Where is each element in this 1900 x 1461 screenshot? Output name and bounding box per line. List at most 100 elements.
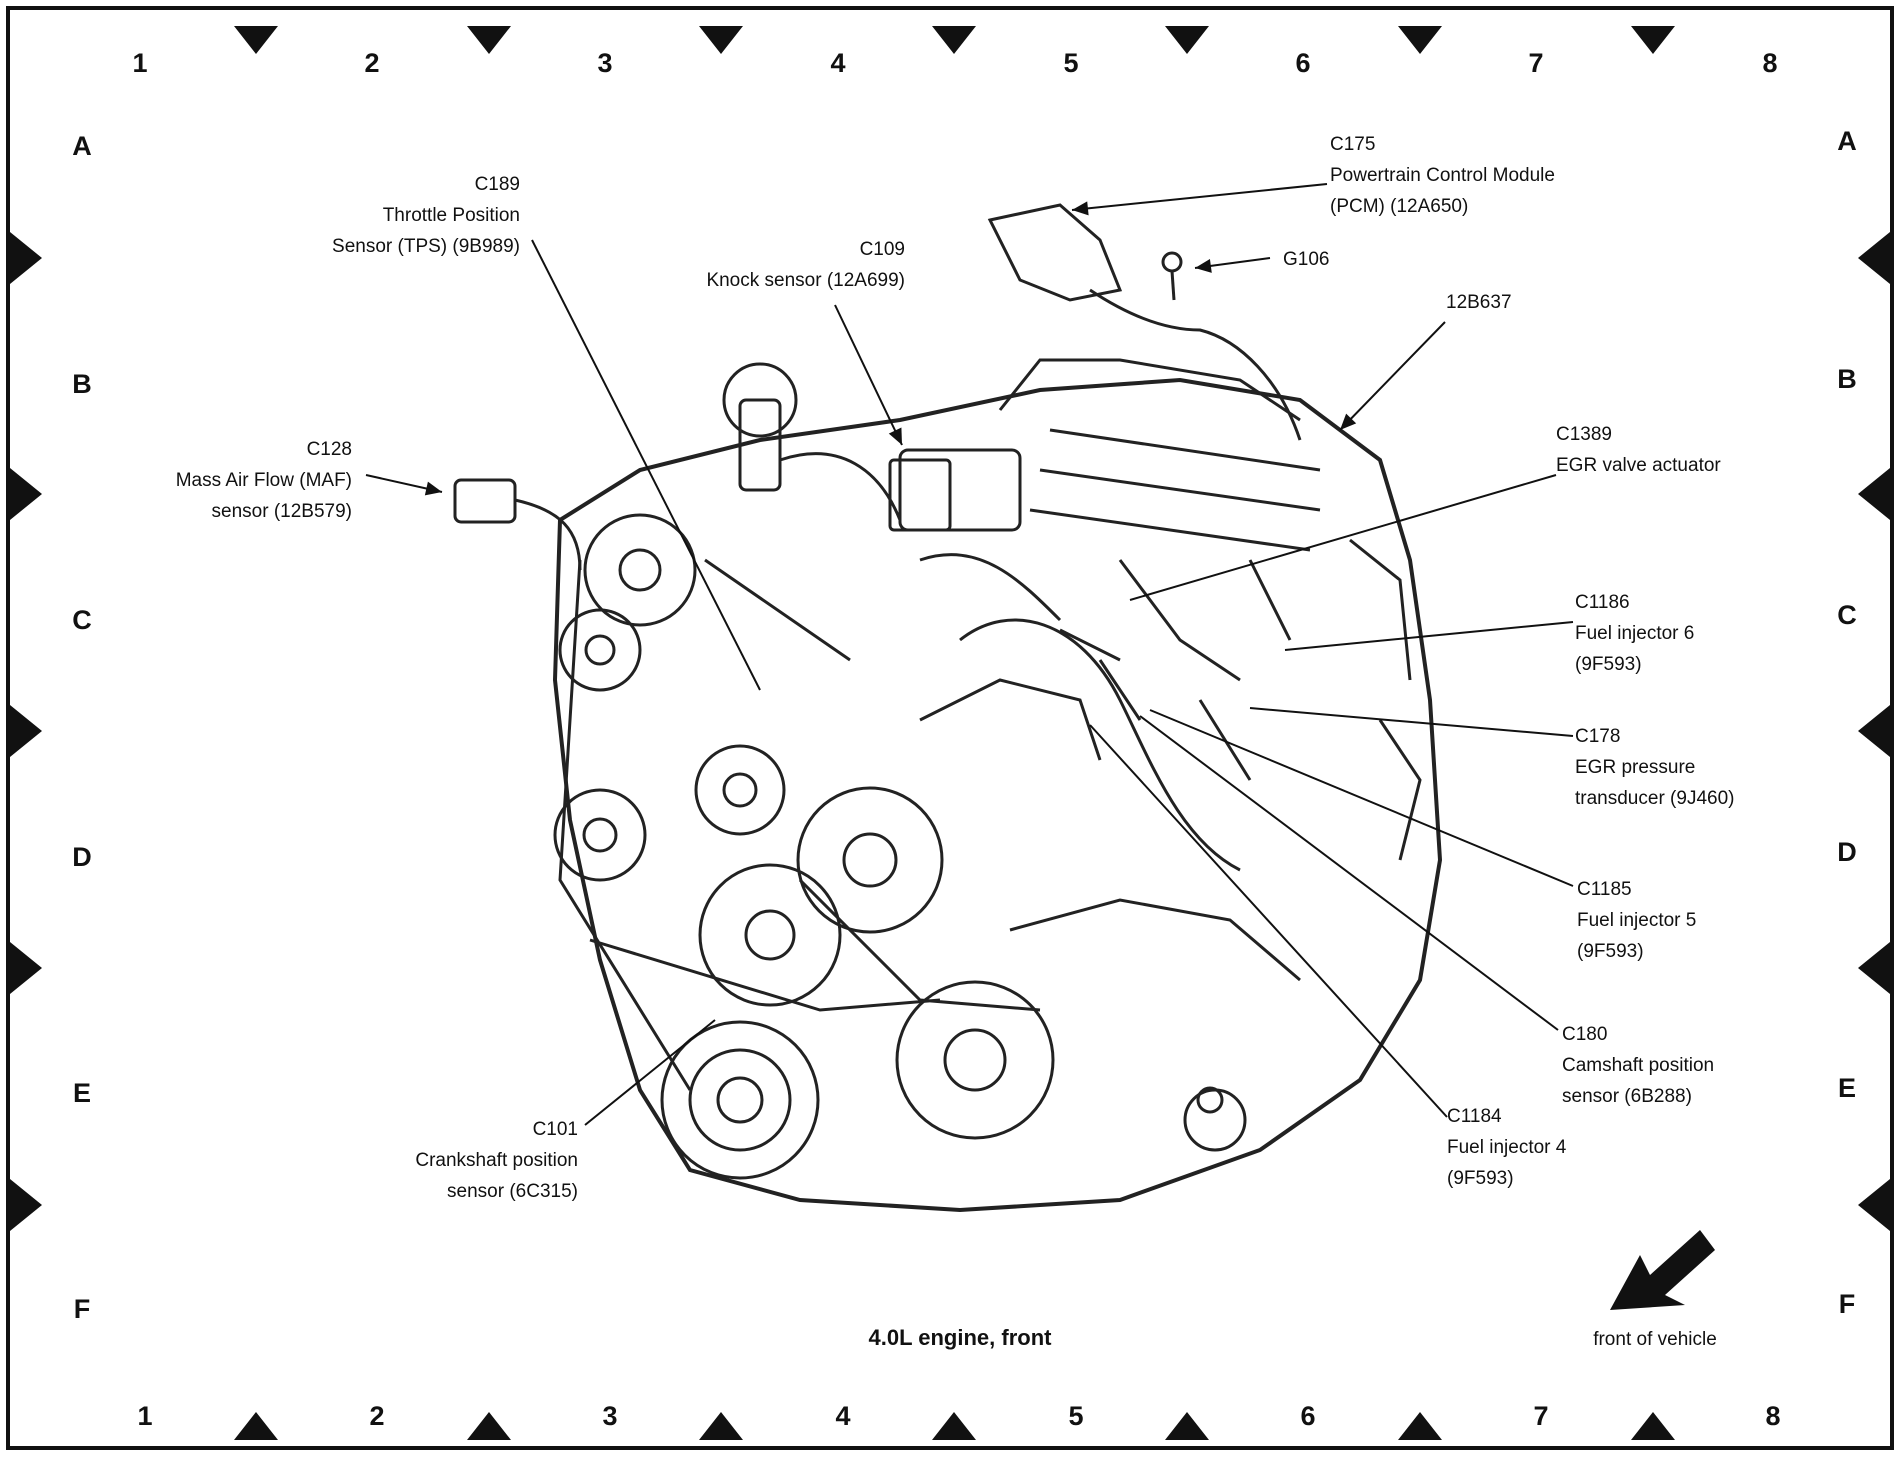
grid-row-label-right-D: D [1837,837,1857,867]
grid-column-label-top-7: 7 [1528,48,1543,78]
callout-c1185-line-1: C1185 [1577,879,1632,900]
grid-column-label-bottom-4: 4 [835,1401,850,1431]
leader-arrowhead-icon-c128 [424,481,442,496]
grid-marker-bottom-3 [699,1412,743,1440]
callout-c178-line-2: EGR pressure [1575,757,1695,778]
callout-c128-line-3: sensor (12B579) [212,501,352,522]
callout-c101-line-3: sensor (6C315) [447,1181,578,1202]
grid-column-label-top-2: 2 [364,48,379,78]
leader-line-c1185 [1149,709,1574,887]
front-of-vehicle-label: front of vehicle [1593,1329,1717,1350]
grid-column-label-top-5: 5 [1063,48,1078,78]
callout-c128-line-2: Mass Air Flow (MAF) [176,470,352,491]
callout-g106-line-1: G106 [1283,249,1329,270]
callout-c1185-line-3: (9F593) [1577,941,1644,962]
grid-column-label-bottom-8: 8 [1765,1401,1780,1431]
leader-line-c1184 [1089,724,1448,1118]
callout-12b637-line-1: 12B637 [1446,292,1512,313]
grid-row-label-left-D: D [72,842,92,872]
callout-c1389-line-2: EGR valve actuator [1556,455,1721,476]
grid-marker-bottom-1 [234,1412,278,1440]
grid-column-label-bottom-3: 3 [602,1401,617,1431]
leader-line-c1389 [1129,474,1557,601]
callout-c109-line-1: C109 [860,239,905,260]
front-of-vehicle-arrow-icon [1610,1230,1715,1310]
callout-c180-line-2: Camshaft position [1562,1055,1714,1076]
engine-illustration [453,203,1443,1213]
grid-row-label-right-E: E [1838,1073,1856,1103]
grid-marker-right-3 [1858,705,1890,757]
grid-column-label-top-6: 6 [1295,48,1310,78]
grid-marker-bottom-7 [1631,1412,1675,1440]
callout-c180-line-3: sensor (6B288) [1562,1086,1692,1107]
grid-marker-right-4 [1858,942,1890,994]
grid-column-label-bottom-7: 7 [1533,1401,1548,1431]
grid-marker-bottom-4 [932,1412,976,1440]
callout-c1186-line-2: Fuel injector 6 [1575,623,1694,644]
grid-column-label-bottom-1: 1 [137,1401,152,1431]
leader-line-c178 [1249,707,1574,737]
grid-row-label-right-A: A [1837,126,1857,156]
grid-marker-left-1 [10,232,42,284]
callout-c189-line-2: Throttle Position [383,205,520,226]
grid-row-label-left-F: F [74,1294,91,1324]
grid-row-label-left-E: E [73,1078,91,1108]
leader-line-c109 [834,304,903,446]
grid-marker-right-1 [1858,232,1890,284]
grid-column-label-bottom-5: 5 [1068,1401,1083,1431]
grid-column-label-top-4: 4 [830,48,845,78]
grid-marker-bottom-2 [467,1412,511,1440]
grid-row-label-left-A: A [72,131,92,161]
grid-column-label-top-1: 1 [132,48,147,78]
grid-marker-top-6 [1398,26,1442,54]
grid-column-label-bottom-6: 6 [1300,1401,1315,1431]
callout-c175-line-3: (PCM) (12A650) [1330,196,1468,217]
leader-line-c175 [1071,183,1328,211]
grid-marker-top-2 [467,26,511,54]
callout-c101-line-2: Crankshaft position [415,1150,578,1171]
grid-marker-left-4 [10,942,42,994]
grid-marker-top-5 [1165,26,1209,54]
callout-c1186-line-1: C1186 [1575,592,1630,613]
grid-row-label-left-B: B [72,369,92,399]
grid-marker-right-5 [1858,1179,1890,1231]
leader-arrowhead-icon-12b637 [1340,413,1357,430]
callout-c189-line-1: C189 [475,174,520,195]
grid-marks [10,26,1890,1440]
grid-marker-left-3 [10,705,42,757]
leader-line-c180 [1139,715,1559,1031]
callout-c1186-line-3: (9F593) [1575,654,1642,675]
callout-c180-line-1: C180 [1562,1024,1607,1045]
grid-marker-top-7 [1631,26,1675,54]
grid-row-label-right-C: C [1837,600,1857,630]
callout-c178-line-3: transducer (9J460) [1575,788,1734,809]
callout-c189-line-3: Sensor (TPS) (9B989) [332,236,520,257]
leader-line-c1186 [1284,621,1574,651]
callout-c1184-line-1: C1184 [1447,1106,1502,1127]
grid-marker-bottom-6 [1398,1412,1442,1440]
callout-c128-line-1: C128 [307,439,352,460]
grid-column-label-top-8: 8 [1762,48,1777,78]
callout-12b637: 12B637 [1339,292,1512,431]
leader-line-c189 [531,239,761,691]
callout-c175-line-2: Powertrain Control Module [1330,165,1555,186]
diagram-border [6,6,1894,1450]
callout-c178-line-1: C178 [1575,726,1620,747]
callout-g106: G106 [1194,249,1329,273]
leader-arrowhead-icon-c109 [888,427,902,445]
callout-c1389-line-1: C1389 [1556,424,1612,445]
grid-marker-left-5 [10,1179,42,1231]
callout-c1185-line-2: Fuel injector 5 [1577,910,1696,931]
